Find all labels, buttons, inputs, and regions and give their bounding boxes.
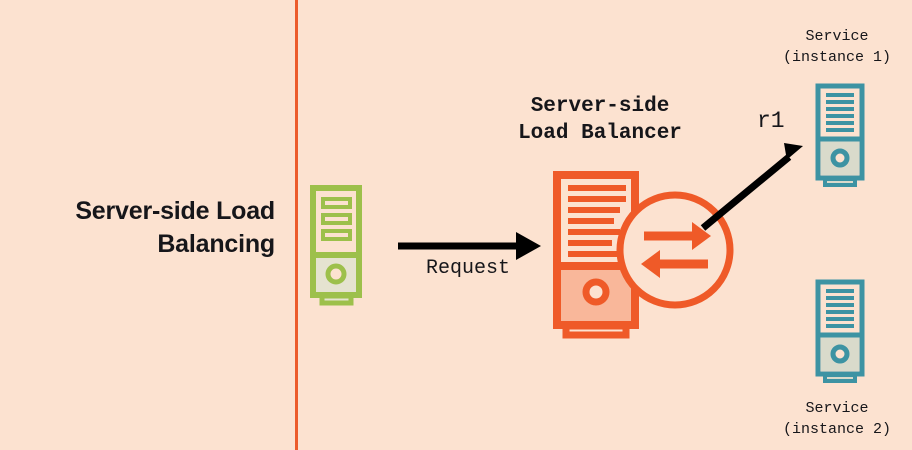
page-title: Server-side Load Balancing xyxy=(10,195,275,261)
load-balancer-title-line-1: Server-side xyxy=(530,95,670,118)
load-balancer-title-line-2: Load Balancer xyxy=(518,122,682,145)
page-title-line-1: Server-side Load xyxy=(75,197,275,225)
service-instance-2-icon xyxy=(815,279,865,383)
service-instance-1-label-line-2: (instance 1) xyxy=(782,49,892,66)
service-instance-2-label-line-2: (instance 2) xyxy=(782,421,892,438)
service-instance-1-icon xyxy=(815,83,865,187)
service-instance-2-label-line-1: Service xyxy=(805,400,869,417)
load-balancer-title: Server-side Load Balancer xyxy=(470,93,730,147)
client-server-icon xyxy=(310,185,362,306)
request-arrow-label: Request xyxy=(425,257,510,280)
service-instance-2-label: Service (instance 2) xyxy=(762,398,912,440)
request-arrow-icon xyxy=(398,232,541,260)
page-title-line-2: Balancing xyxy=(157,230,275,258)
service-instance-1-label-line-1: Service xyxy=(805,28,869,45)
vertical-divider xyxy=(295,0,298,450)
service-instance-1-label: Service (instance 1) xyxy=(762,26,912,68)
bidirectional-arrows-icon xyxy=(616,191,734,309)
route-arrow-label: r1 xyxy=(757,108,785,134)
route-arrow-r1-icon xyxy=(700,143,803,231)
